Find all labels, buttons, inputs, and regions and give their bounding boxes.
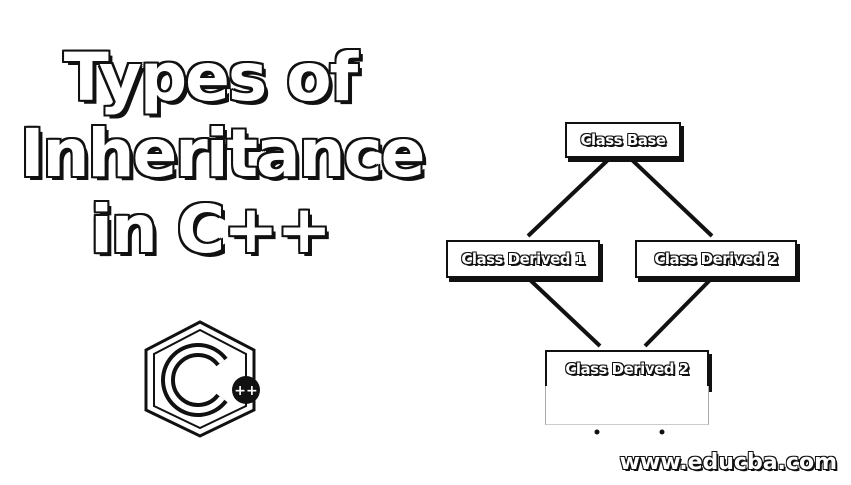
inheritance-diagram: Class Base Class Derived 1 Class Derived…: [430, 110, 830, 440]
page-title: Types of Inheritance in C++: [20, 39, 425, 268]
class-derived-1-box: Class Derived 1: [446, 240, 600, 278]
bottom-marker-right: [659, 429, 665, 435]
class-derived-bottom-body: [545, 386, 709, 425]
class-derived-2-box: Class Derived 2: [635, 240, 797, 278]
class-base-box: Class Base: [565, 122, 681, 158]
arrow-d1-to-d3: [526, 276, 602, 348]
arrow-base-to-d1: [526, 156, 612, 238]
title-line-3: in C++: [90, 191, 332, 268]
cpp-logo-icon: ++: [144, 320, 260, 438]
bottom-marker-left: [594, 429, 600, 435]
class-derived-bottom-box: Class Derived 2: [545, 350, 709, 388]
logo-plus-text: ++: [234, 383, 257, 399]
title-line-2: Inheritance: [20, 115, 425, 192]
arrow-d2-to-d3: [643, 276, 714, 348]
diagram-arrows: [526, 156, 714, 435]
site-watermark: www.educba.com: [619, 450, 837, 475]
arrow-base-to-d2: [628, 156, 714, 238]
title-line-1: Types of: [63, 39, 359, 116]
